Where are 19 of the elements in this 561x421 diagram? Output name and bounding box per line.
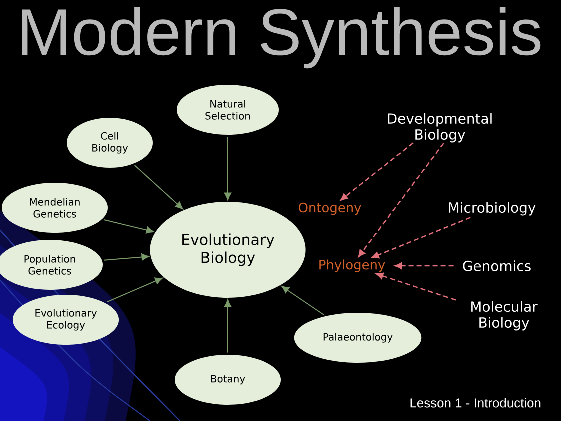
arrow [224,299,232,354]
title: Modern Synthesis [22,7,541,69]
arrow [134,165,184,210]
footer-label: Lesson 1 - Introduction [410,398,541,408]
arrow [282,286,325,316]
arrow [358,143,444,258]
topic-label: Developmental Biology [388,113,492,143]
topic-label: Molecular Biology [472,301,538,331]
topic-label: Microbiology [449,202,536,216]
topic-label: Genomics [463,260,531,272]
arrow [376,272,456,301]
arrow [224,136,232,201]
topic-label: Phylogeny [320,260,386,272]
arrow [340,142,414,201]
arrow [372,217,471,259]
arrow [394,262,454,270]
arrow [106,278,163,303]
arrow [104,219,154,234]
arrow [104,254,150,261]
